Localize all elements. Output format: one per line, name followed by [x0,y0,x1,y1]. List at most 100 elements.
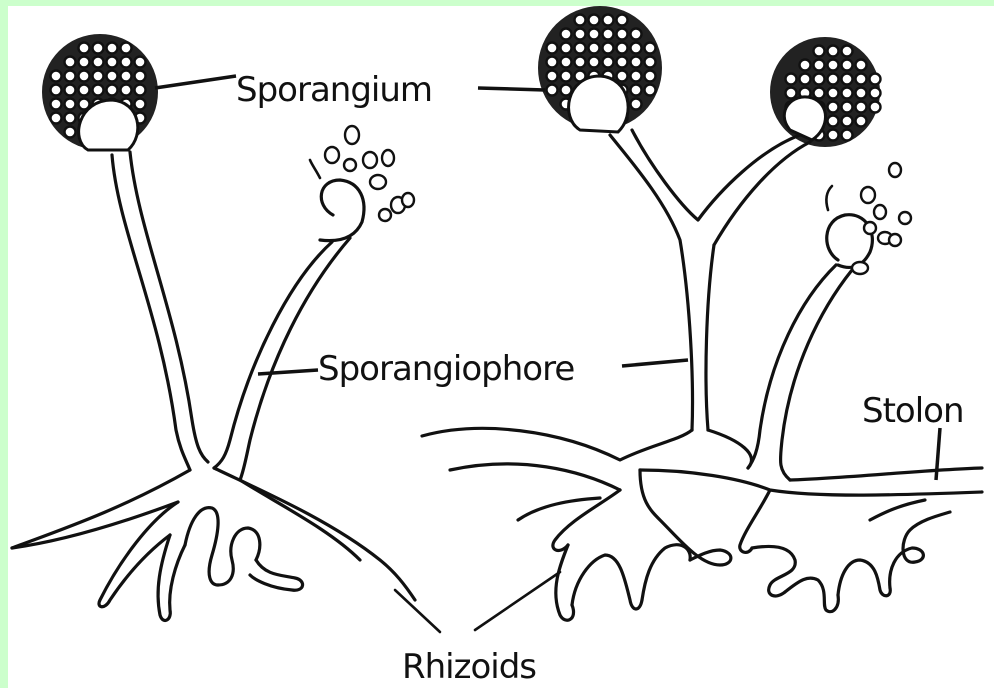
spore [842,102,853,113]
label-stolon: Stolon [862,391,964,431]
spore [645,71,656,82]
right-plant [422,6,982,620]
spore [617,29,628,40]
left-plant [12,34,415,620]
spore [645,85,656,96]
loose-spore [370,175,386,189]
spore [603,43,614,54]
spore [51,85,62,96]
spore [631,85,642,96]
spore [828,74,839,85]
spore [828,116,839,127]
loose-spore [889,234,901,246]
spore [589,29,600,40]
spore [547,57,558,68]
spore [121,57,132,68]
spore [135,71,146,82]
spore [603,15,614,26]
spore [79,85,90,96]
spore [856,116,867,127]
spore [79,57,90,68]
loose-spore [379,209,391,221]
loose-spore [852,262,868,274]
left-released-spores [310,126,414,241]
spore [645,57,656,68]
spore [870,102,881,113]
spore [603,29,614,40]
spore [645,43,656,54]
spore [121,43,132,54]
spore [842,74,853,85]
spore [856,74,867,85]
label-sporangium: Sporangium [236,70,432,110]
spore [631,57,642,68]
spore [828,60,839,71]
spore [856,102,867,113]
spore [93,43,104,54]
spore [842,60,853,71]
spore [631,29,642,40]
spore [786,74,797,85]
loose-spore [861,187,875,203]
spore [561,71,572,82]
spore [786,88,797,99]
spore [575,57,586,68]
spore [51,71,62,82]
right-released-spores [826,163,911,274]
spore [65,71,76,82]
spore [547,43,558,54]
spore [79,71,90,82]
spore [842,116,853,127]
spore [575,15,586,26]
spore [135,57,146,68]
loose-spore [363,152,377,168]
loose-spore [325,147,339,163]
spore [51,113,62,124]
spore [65,127,76,138]
loose-spore [889,163,901,177]
spore [575,43,586,54]
spore [631,99,642,110]
spore [617,43,628,54]
spore [107,57,118,68]
spore [93,57,104,68]
spore [561,29,572,40]
loose-spore [402,193,414,207]
spore [842,88,853,99]
spore [547,71,558,82]
spore [842,46,853,57]
spore [828,130,839,141]
spore [800,74,811,85]
right-sporangium-2 [770,37,881,147]
spore [856,60,867,71]
spore [107,85,118,96]
spore [575,29,586,40]
spore [828,88,839,99]
spore [589,43,600,54]
spore [828,102,839,113]
spore [65,85,76,96]
spore [814,74,825,85]
spore [51,99,62,110]
spore [589,57,600,68]
label-sporangiophore: Sporangiophore [318,349,574,389]
spore [800,60,811,71]
spore [93,85,104,96]
spore [65,99,76,110]
spore [603,57,614,68]
left-sporangium [42,34,158,150]
spore [93,71,104,82]
spore [561,43,572,54]
loose-spore [874,205,886,219]
spore [135,85,146,96]
spore [121,85,132,96]
loose-spore [382,150,394,166]
spore [121,71,132,82]
spore [561,57,572,68]
loose-spore [864,222,876,234]
spore [842,130,853,141]
spore [65,57,76,68]
spore [617,15,628,26]
spore [856,88,867,99]
